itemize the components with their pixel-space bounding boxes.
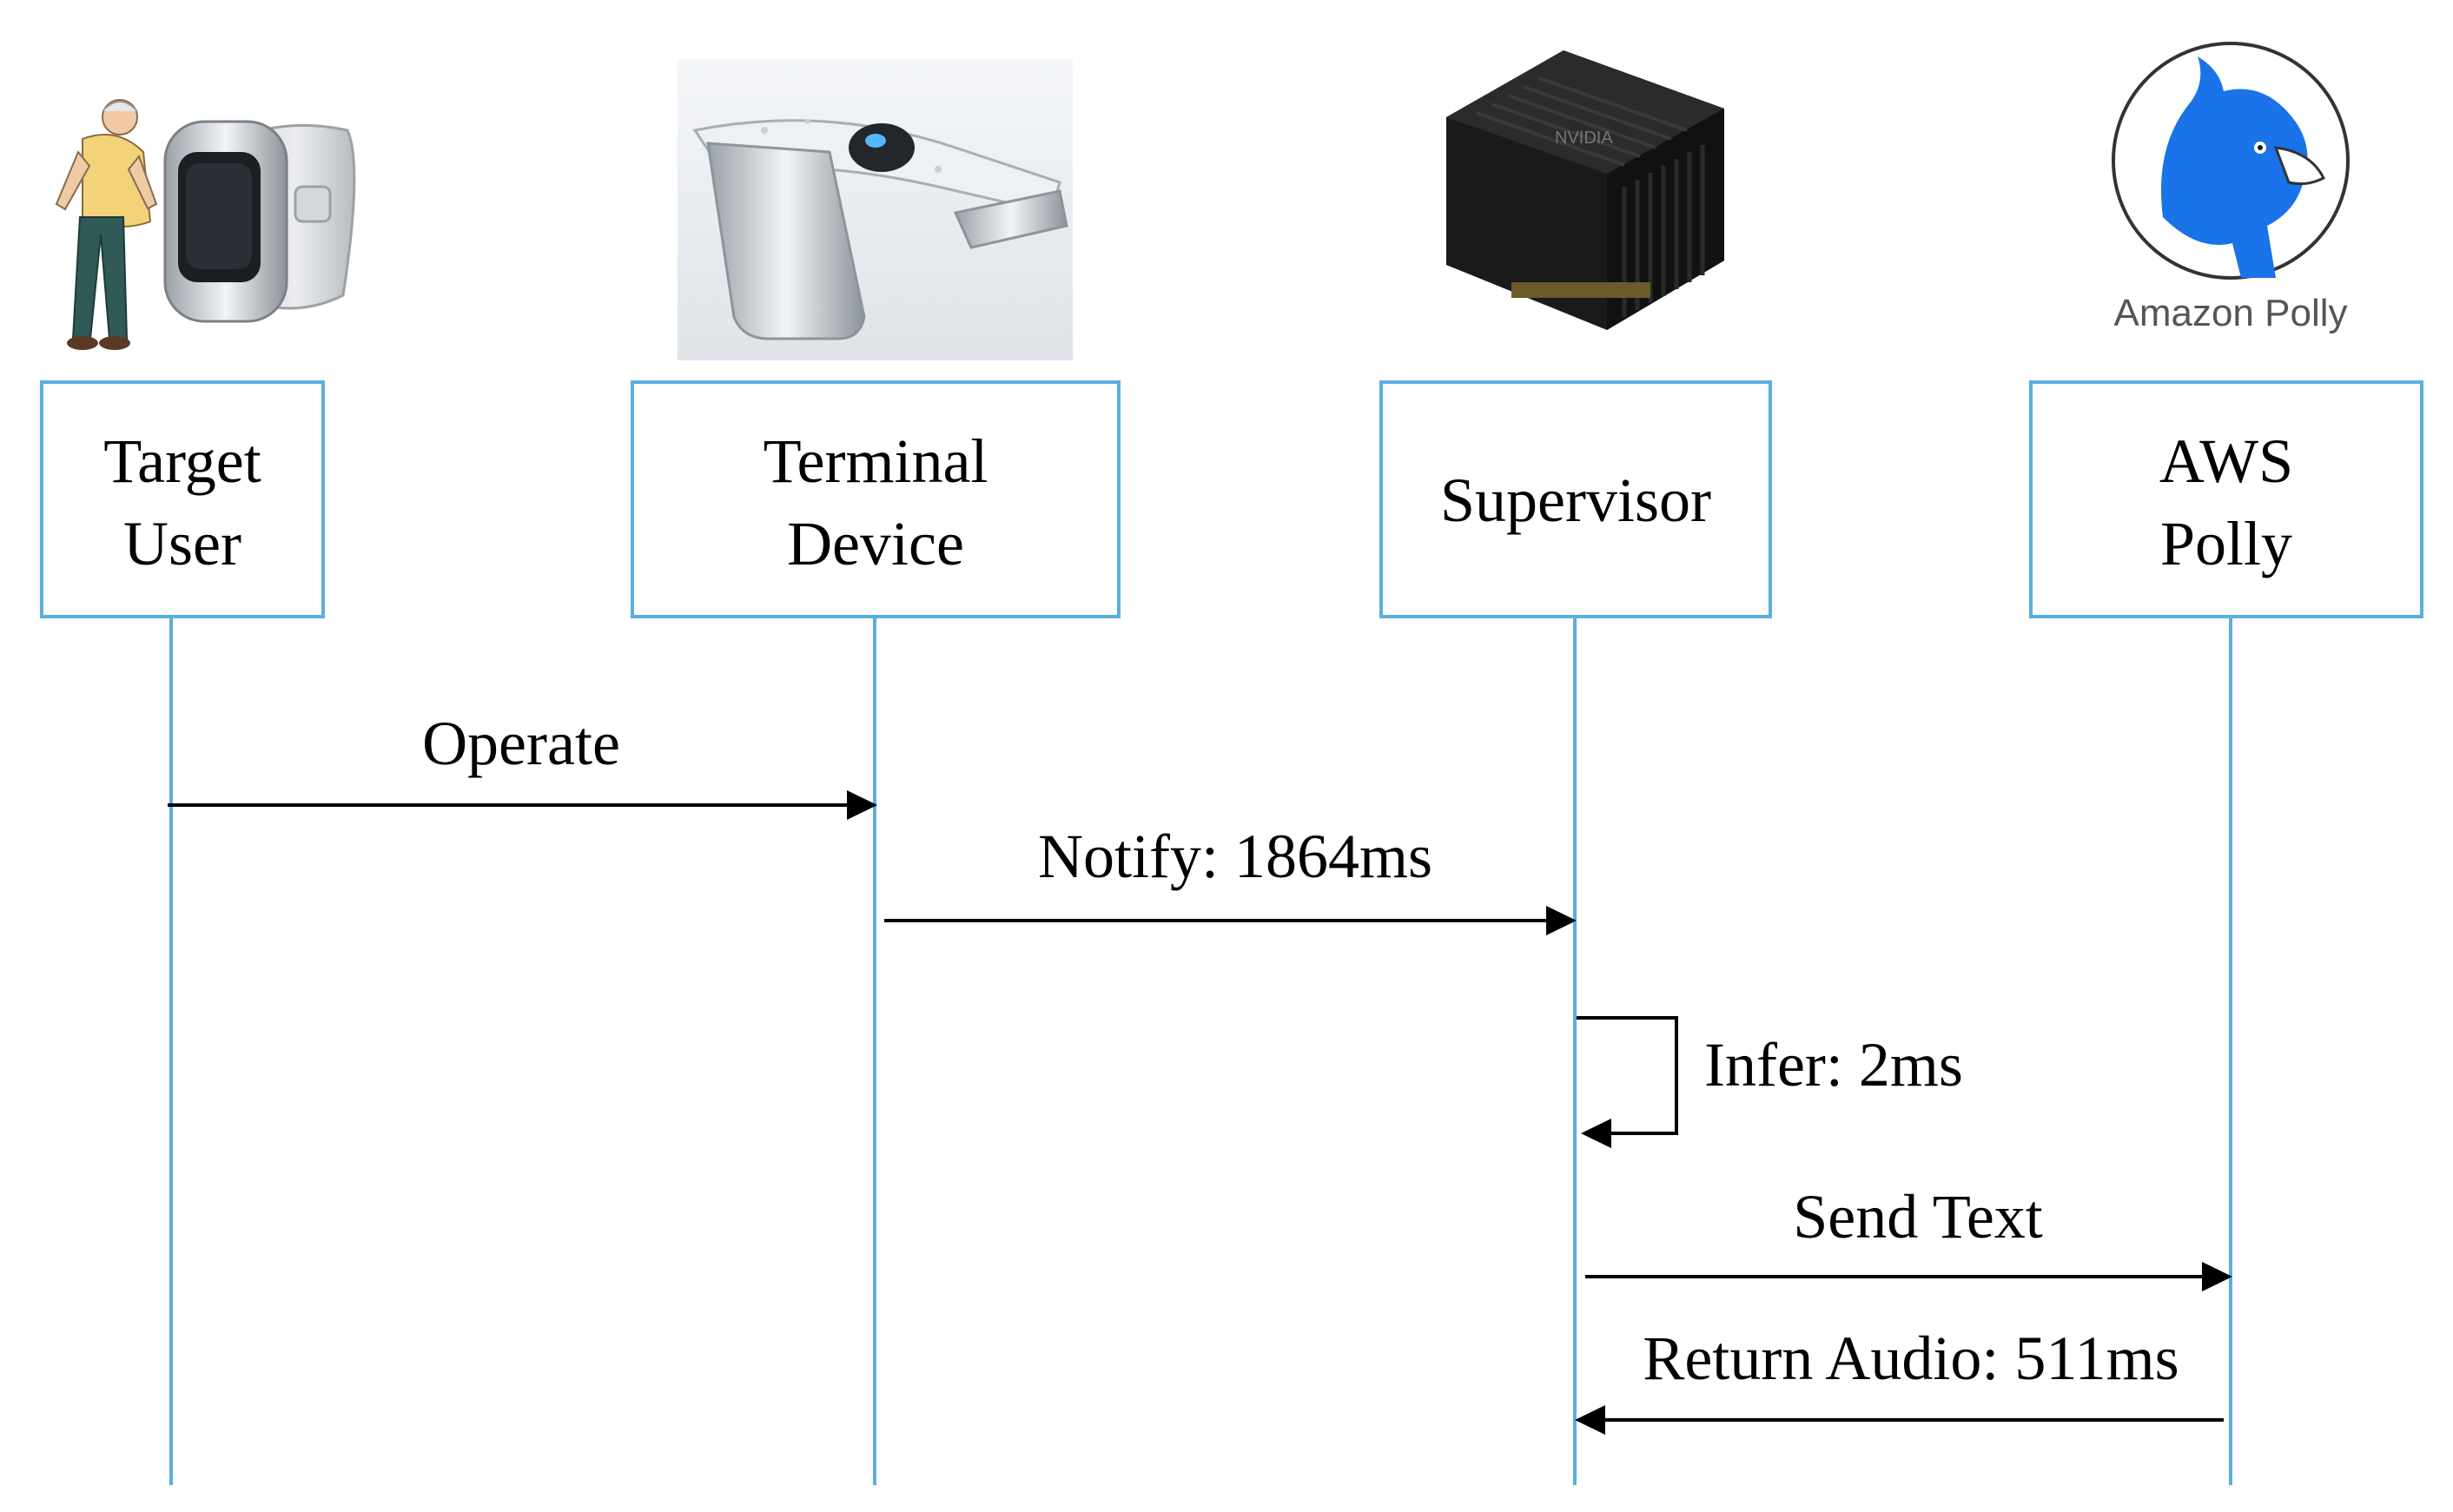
- message-notify: Notify: 1864ms: [884, 822, 1577, 935]
- smart-faucet-icon: [678, 59, 1073, 360]
- amazon-polly-logo-icon: Amazon Polly: [2112, 42, 2350, 334]
- participant-label-line-1: Supervisor: [1440, 465, 1711, 535]
- participant-aws-polly: AWS Polly: [2029, 380, 2423, 618]
- participant-label-line-1: Target: [103, 426, 261, 496]
- arrowhead-left: [1581, 1119, 1611, 1148]
- arrowhead-right: [2202, 1262, 2232, 1291]
- message-operate: Operate: [168, 709, 877, 820]
- message-label: Send Text: [1793, 1182, 2043, 1251]
- message-label: Operate: [422, 709, 620, 778]
- message-send-text: Send Text: [1585, 1182, 2232, 1291]
- message-label: Return Audio: 511ms: [1643, 1324, 2179, 1393]
- elderly-person-with-wristband-icon: [55, 99, 356, 350]
- participant-label-line-2: Device: [787, 509, 964, 578]
- participant-target-user: Target User: [40, 380, 325, 618]
- arrowhead-right: [1546, 906, 1577, 935]
- amazon-polly-logo-text: Amazon Polly: [2113, 292, 2347, 334]
- nvidia-logo-text: NVIDIA: [1555, 129, 1613, 148]
- message-label: Notify: 1864ms: [1038, 822, 1432, 891]
- arrowhead-left: [1575, 1405, 1605, 1435]
- participant-terminal-device: Terminal Device: [631, 380, 1121, 618]
- participant-label-line-2: User: [123, 509, 241, 578]
- arrowhead-right: [847, 790, 877, 820]
- message-return-audio: Return Audio: 511ms: [1575, 1324, 2224, 1435]
- participant-label-line-2: Polly: [2160, 509, 2292, 578]
- participant-label-line-1: Terminal: [764, 426, 988, 496]
- participant-supervisor: Supervisor: [1379, 380, 1772, 618]
- nvidia-jetson-module-icon: NVIDIA: [1446, 50, 1724, 330]
- message-infer: Infer: 2ms: [1577, 1016, 1963, 1148]
- message-label: Infer: 2ms: [1704, 1030, 1963, 1099]
- participant-label-line-1: AWS: [2159, 426, 2293, 496]
